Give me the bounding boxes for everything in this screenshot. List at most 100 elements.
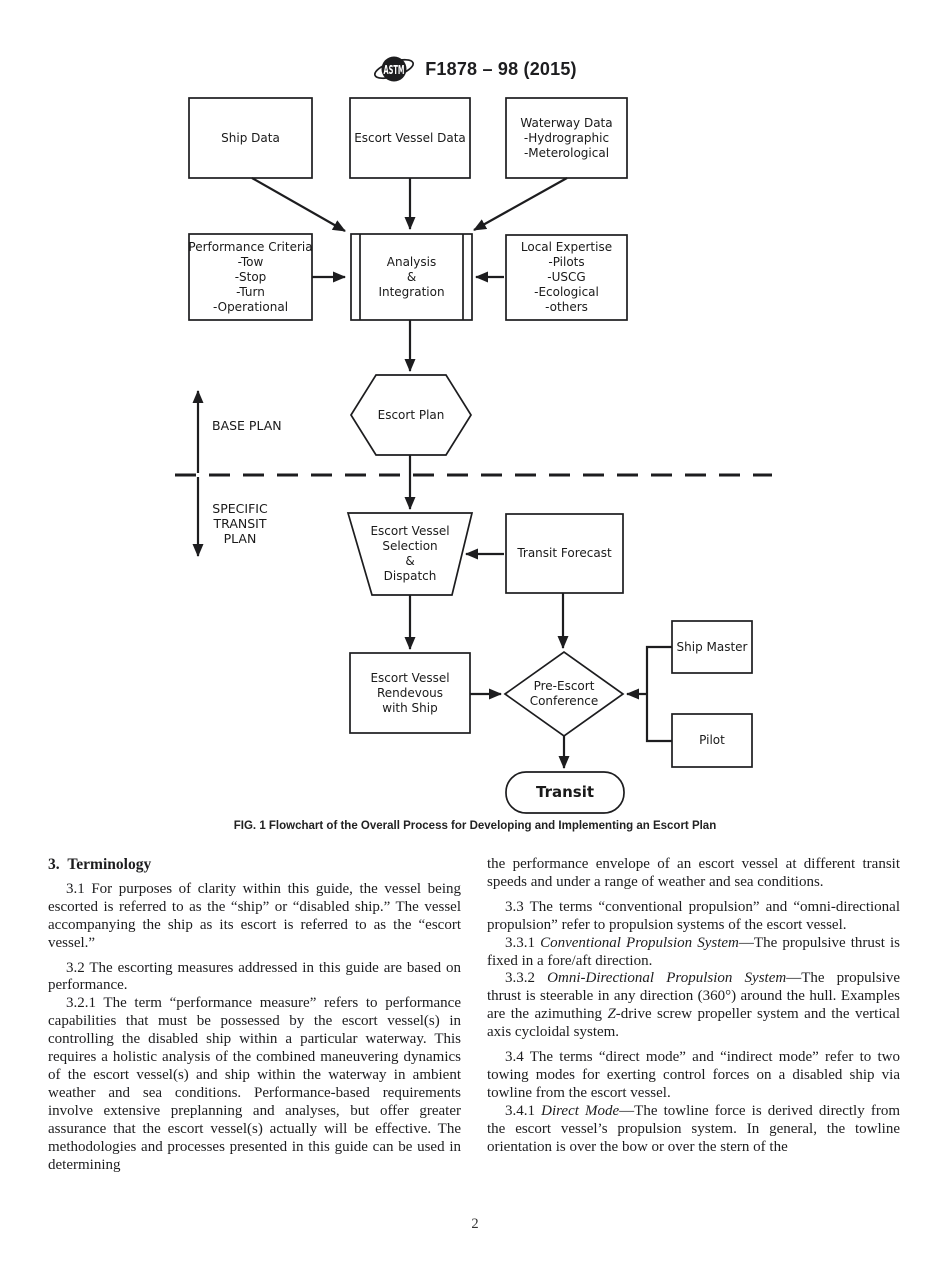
paragraph-text: 3.4 The terms “direct mode” and “indirec… <box>487 1049 900 1101</box>
flowchart-shape-ship-master <box>671 620 753 674</box>
flowchart-shape-waterway-data <box>505 97 628 179</box>
flowchart-shape-transit-forecast <box>505 513 624 594</box>
italic-term: Z <box>607 1006 616 1023</box>
flowchart-node-label: Ship Master <box>676 639 748 654</box>
flowchart-node-pilot: Pilot <box>664 714 760 767</box>
svg-text:ASTM: ASTM <box>384 63 405 77</box>
paragraph-text: 3.4.1 <box>505 1102 542 1119</box>
paragraph: 3.3 The terms “conventional propulsion” … <box>487 899 900 935</box>
paragraph-text: —The towline force is derived directly f… <box>487 1102 900 1155</box>
flowchart-shape-pre-escort-conference <box>503 650 625 738</box>
zone-label-line: PLAN <box>223 531 257 546</box>
standard-designation: F1878 – 98 (2015) <box>425 58 577 79</box>
zone-label-line: TRANSIT <box>213 516 267 531</box>
flowchart-shape-escort-vessel-data <box>349 97 471 179</box>
flowchart-node-label: Integration <box>378 284 445 299</box>
text-column-right: the performance envelope of an escort ve… <box>487 856 900 1157</box>
zone-label-base-plan: BASE PLAN <box>212 418 282 433</box>
flowchart-node-label: -Tow <box>237 254 264 269</box>
flowchart-node-label: -Ecological <box>534 285 599 299</box>
flowchart-node-label: Rendevous <box>376 685 444 700</box>
document-header: ASTM F1878 – 98 (2015) <box>0 50 950 88</box>
flowchart-node-waterway-data: Waterway Data-Hydrographic-Meterological <box>498 98 635 178</box>
flowchart-node-label: -Stop <box>234 269 267 284</box>
flowchart-node-label: Local Expertise <box>520 240 613 254</box>
flowchart-node-label: & <box>406 269 417 284</box>
flowchart-node-performance-criteria: Performance Criteria-Tow-Stop-Turn-Opera… <box>181 234 320 320</box>
paragraph-text: —The propulsive thrust is steerable in a… <box>487 970 900 1023</box>
paragraph: 3.1 For purposes of clarity within this … <box>48 881 461 953</box>
flowchart-node-label: Conference <box>529 694 599 708</box>
flowchart-node-label: Dispatch <box>383 569 437 583</box>
flowchart-node-label: -Pilots <box>548 255 585 269</box>
paragraph-text: -drive screw propeller system and the ve… <box>487 1006 901 1041</box>
paragraph-text: 3.3 The terms “conventional propulsion” … <box>487 898 900 933</box>
paragraph: 3.3.1 Conventional Propulsion System—The… <box>487 935 900 971</box>
paragraph-text: 3.3.2 <box>505 970 548 987</box>
paragraph: 3.4 The terms “direct mode” and “indirec… <box>487 1049 900 1103</box>
flowchart-node-transit-forecast: Transit Forecast <box>498 514 631 593</box>
flowchart-connector-bracket <box>645 645 672 743</box>
flowchart-shape-ship-data <box>188 97 313 179</box>
italic-term: Omni-Directional Propulsion System <box>547 970 787 987</box>
paragraph-text: 3.1 For purposes of clarity within this … <box>48 880 461 951</box>
flowchart-shape-local-expertise <box>505 234 628 321</box>
flowchart-shape-escort-vessel-rendevous <box>349 652 471 734</box>
paragraph-text: 3.3.1 <box>505 934 541 951</box>
flowchart-shape-escort-plan <box>349 374 473 456</box>
flowchart-node-label: -Operational <box>212 299 289 314</box>
flowchart-node-label: Transit Forecast <box>517 546 612 560</box>
paragraph: 3.2 The escorting measures addressed in … <box>48 960 461 996</box>
flowchart-node-label: Escort Vessel Data <box>354 130 466 145</box>
paragraph-text: the performance envelope of an escort ve… <box>487 856 900 890</box>
italic-term: Direct Mode <box>541 1102 620 1119</box>
flowchart-node-escort-plan: Escort Plan <box>343 375 479 455</box>
flowchart-node-transit: Transit <box>498 772 632 813</box>
flowchart-node-label: Pilot <box>699 733 725 747</box>
figure-caption: FIG. 1 Flowchart of the Overall Process … <box>233 820 717 832</box>
flowchart-node-label: Waterway Data <box>520 115 613 130</box>
flowchart-node-label: Ship Data <box>221 130 280 145</box>
flowchart-node-label: Performance Criteria <box>188 239 313 254</box>
flowchart-node-label: & <box>405 554 415 568</box>
flowchart-node-label: Pre-Escort <box>533 679 595 693</box>
italic-term: Conventional Propulsion System <box>540 934 739 951</box>
paragraph-text: —The propulsive thrust is fixed in a for… <box>487 934 901 969</box>
flowchart-node-label: -others <box>545 300 588 314</box>
flowchart-node-label: -Meterological <box>523 145 610 160</box>
flowchart-node-label: with Ship <box>382 700 438 715</box>
flowchart-arrow <box>473 177 568 231</box>
paragraph: 3.2.1 The term “performance measure” ref… <box>48 995 461 1174</box>
flowchart-node-label: Analysis <box>386 254 437 269</box>
flowchart-shape-escort-vessel-selection <box>346 512 474 596</box>
flowchart-node-ship-master: Ship Master <box>664 621 760 673</box>
flowchart-node-ship-data: Ship Data <box>181 98 320 178</box>
flowchart-node-label: -Turn <box>236 284 265 299</box>
zone-label-line: SPECIFIC <box>212 501 268 516</box>
flowchart-node-label: Escort Vessel <box>370 524 450 538</box>
flowchart-node-label: -Hydrographic <box>523 130 610 145</box>
paragraph-text: 3.2.1 The term “performance measure” ref… <box>48 995 461 1173</box>
paragraph: the performance envelope of an escort ve… <box>487 856 900 892</box>
flowchart-node-label: Escort Vessel <box>370 670 450 685</box>
flowchart-node-analysis-integration: Analysis&Integration <box>343 234 480 320</box>
flowchart-node-escort-vessel-data: Escort Vessel Data <box>342 98 478 178</box>
flowchart-node-local-expertise: Local Expertise-Pilots-USCG-Ecological-o… <box>498 235 635 320</box>
flowchart-node-label: -USCG <box>547 270 586 284</box>
flowchart-arrow <box>251 177 346 232</box>
paragraph: 3.4.1 Direct Mode—The towline force is d… <box>487 1103 900 1157</box>
flowchart-node-label: Transit <box>535 783 595 801</box>
flowchart-node-label: Escort Plan <box>377 407 445 422</box>
flowchart-node-label: Selection <box>382 539 438 553</box>
flowchart-shape-analysis-integration <box>350 233 473 321</box>
flowchart-shape-transit <box>505 771 625 814</box>
flowchart <box>175 97 772 814</box>
text-column-left: 3. Terminology 3.1 For purposes of clari… <box>48 856 461 1174</box>
section-heading: 3. Terminology <box>48 856 152 873</box>
paragraph: 3.3.2 Omni-Directional Propulsion System… <box>487 970 900 1042</box>
